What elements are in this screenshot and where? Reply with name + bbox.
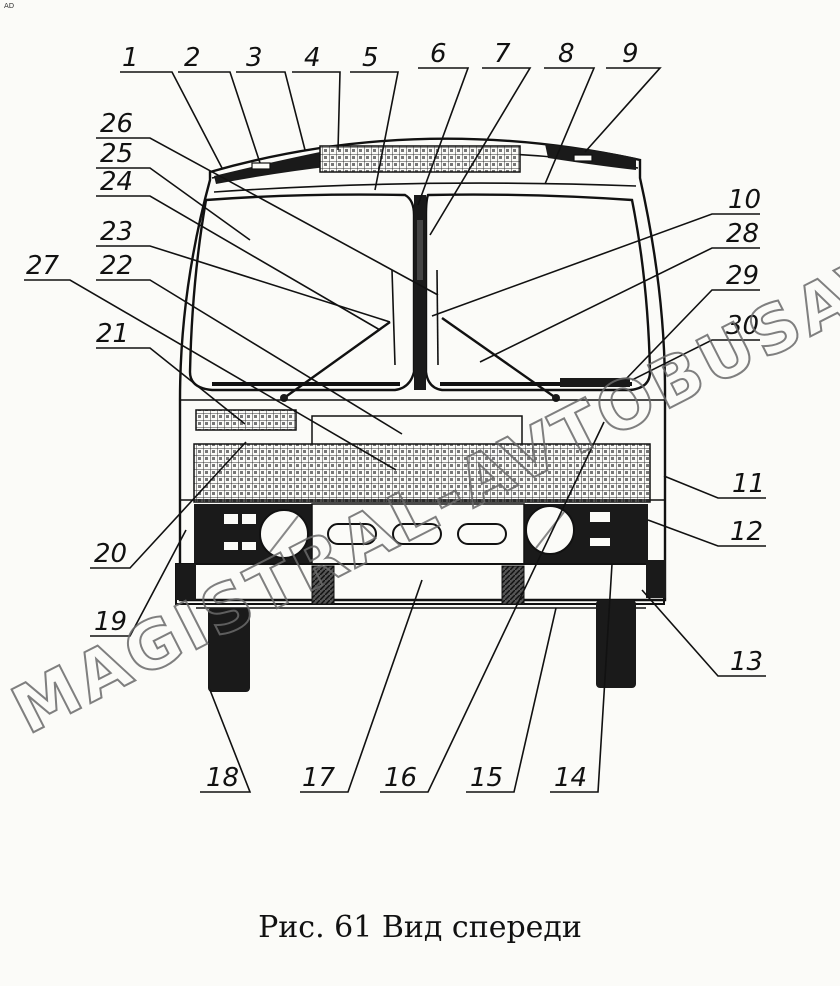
callout-30: 30: [726, 311, 759, 341]
callout-4: 4: [304, 43, 321, 73]
callout-26: 26: [100, 109, 133, 139]
callout-25: 25: [100, 139, 133, 169]
callout-labels: 1 2 3 4 5 6 7 8 9 10 11 12 13 14 15 16 1…: [26, 39, 765, 793]
corner-mark: AD: [4, 2, 15, 10]
callout-9: 9: [622, 39, 639, 69]
callout-8: 8: [558, 39, 575, 69]
callout-18: 18: [206, 763, 239, 793]
callout-10: 10: [728, 185, 761, 215]
left-marker-lamp: [195, 409, 297, 431]
callout-20: 20: [94, 539, 127, 569]
leader-lines: [24, 67, 766, 793]
callout-19: 19: [94, 607, 127, 637]
front-bumper: [175, 560, 666, 609]
callout-3: 3: [246, 43, 263, 73]
callout-23: 23: [100, 217, 133, 247]
figure-caption: Рис. 61 Вид спереди: [258, 910, 582, 945]
air-intake-slots: [311, 503, 525, 565]
callout-7: 7: [494, 39, 511, 69]
route-sign: [319, 145, 521, 173]
callout-27: 27: [26, 251, 60, 281]
callout-5: 5: [362, 43, 379, 73]
callout-17: 17: [302, 763, 336, 793]
callout-22: 22: [100, 251, 133, 281]
callout-24: 24: [100, 167, 133, 197]
front-panel: [180, 399, 665, 503]
radiator-grille: [193, 443, 651, 503]
callout-1: 1: [122, 43, 139, 73]
callout-12: 12: [730, 517, 763, 547]
callout-28: 28: [726, 219, 759, 249]
callout-13: 13: [730, 647, 763, 677]
callout-11: 11: [732, 469, 765, 499]
callout-29: 29: [726, 261, 759, 291]
windshield: [188, 193, 652, 392]
callout-21: 21: [96, 319, 129, 349]
callout-15: 15: [470, 763, 503, 793]
callout-2: 2: [184, 43, 201, 73]
headlights: [194, 504, 648, 564]
callout-6: 6: [430, 39, 447, 69]
callout-16: 16: [384, 763, 417, 793]
callout-14: 14: [554, 763, 587, 793]
